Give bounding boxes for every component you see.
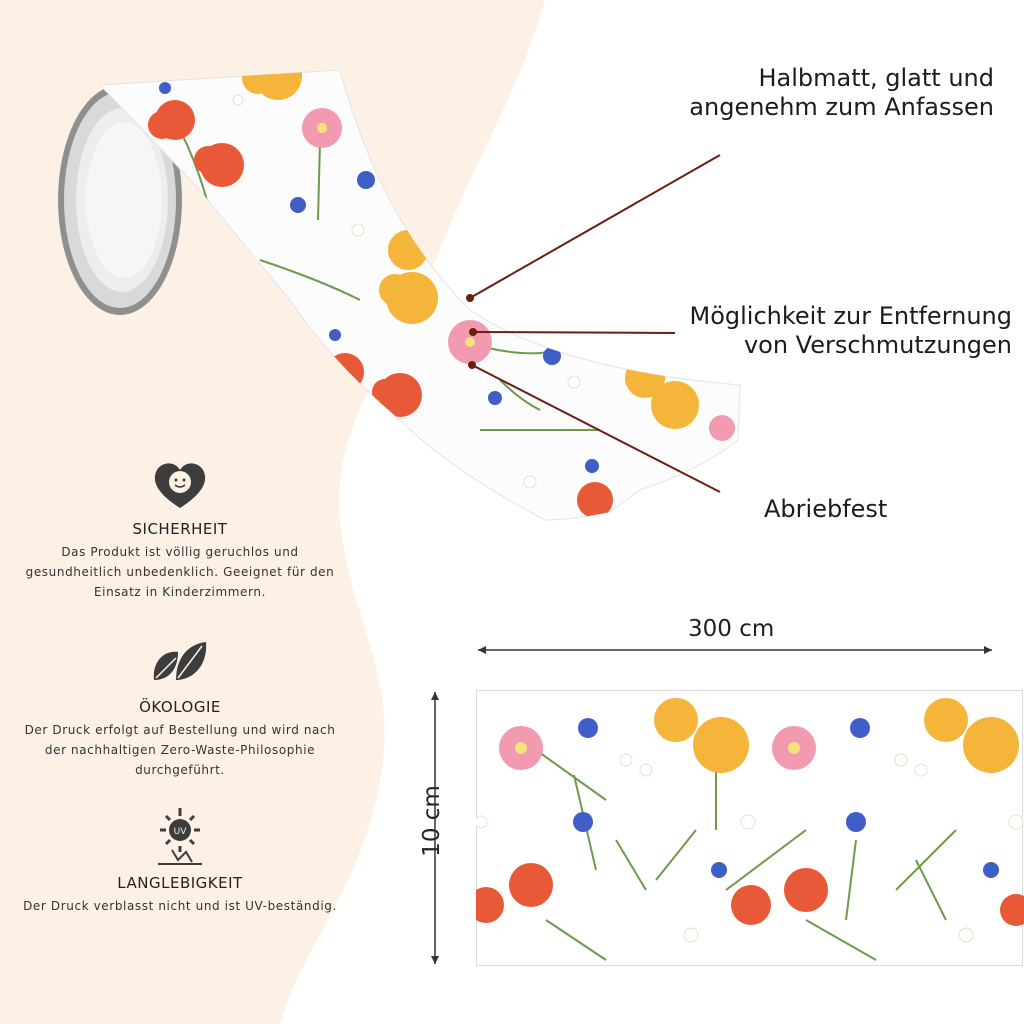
feature-title: ÖKOLOGIE bbox=[139, 698, 221, 716]
uv-sun-icon: UV bbox=[158, 808, 202, 865]
svg-text:UV: UV bbox=[174, 827, 188, 837]
width-dimension-label: 300 cm bbox=[688, 616, 775, 642]
callout-cleanable: Möglichkeit zur Entfernung von Verschmut… bbox=[689, 302, 1013, 359]
pattern-daisies bbox=[476, 753, 1024, 943]
pattern-swatch bbox=[476, 690, 1024, 966]
pattern-poppies-red bbox=[476, 863, 1024, 926]
pattern-cornflowers bbox=[573, 718, 999, 878]
feature-durability: UV LANGLEBIGKEIT Der Druck verblasst nic… bbox=[20, 806, 340, 916]
feature-description: Das Produkt ist völlig geruchlos und ges… bbox=[25, 545, 335, 599]
feature-description: Der Druck erfolgt auf Bestellung und wir… bbox=[24, 723, 336, 777]
height-dimension-arrow bbox=[431, 692, 439, 964]
feature-title: SICHERHEIT bbox=[132, 520, 228, 538]
feature-safety: SICHERHEIT Das Produkt ist völlig geruch… bbox=[20, 452, 340, 602]
feature-description: Der Druck verblasst nicht und ist UV-bes… bbox=[23, 899, 337, 913]
callout-matte: Halbmatt, glatt und angenehm zum Anfasse… bbox=[689, 64, 994, 121]
width-dimension-arrow bbox=[478, 646, 992, 654]
feature-title: LANGLEBIGKEIT bbox=[117, 874, 243, 892]
roll-core bbox=[58, 85, 182, 315]
pattern-poppies-yellow bbox=[654, 698, 1019, 773]
baby-heart-icon bbox=[154, 463, 206, 508]
leaf-icon bbox=[153, 642, 207, 680]
callout-abrasion: Abriebfest bbox=[764, 495, 888, 523]
feature-ecology: ÖKOLOGIE Der Druck erfolgt auf Bestellun… bbox=[20, 630, 340, 780]
